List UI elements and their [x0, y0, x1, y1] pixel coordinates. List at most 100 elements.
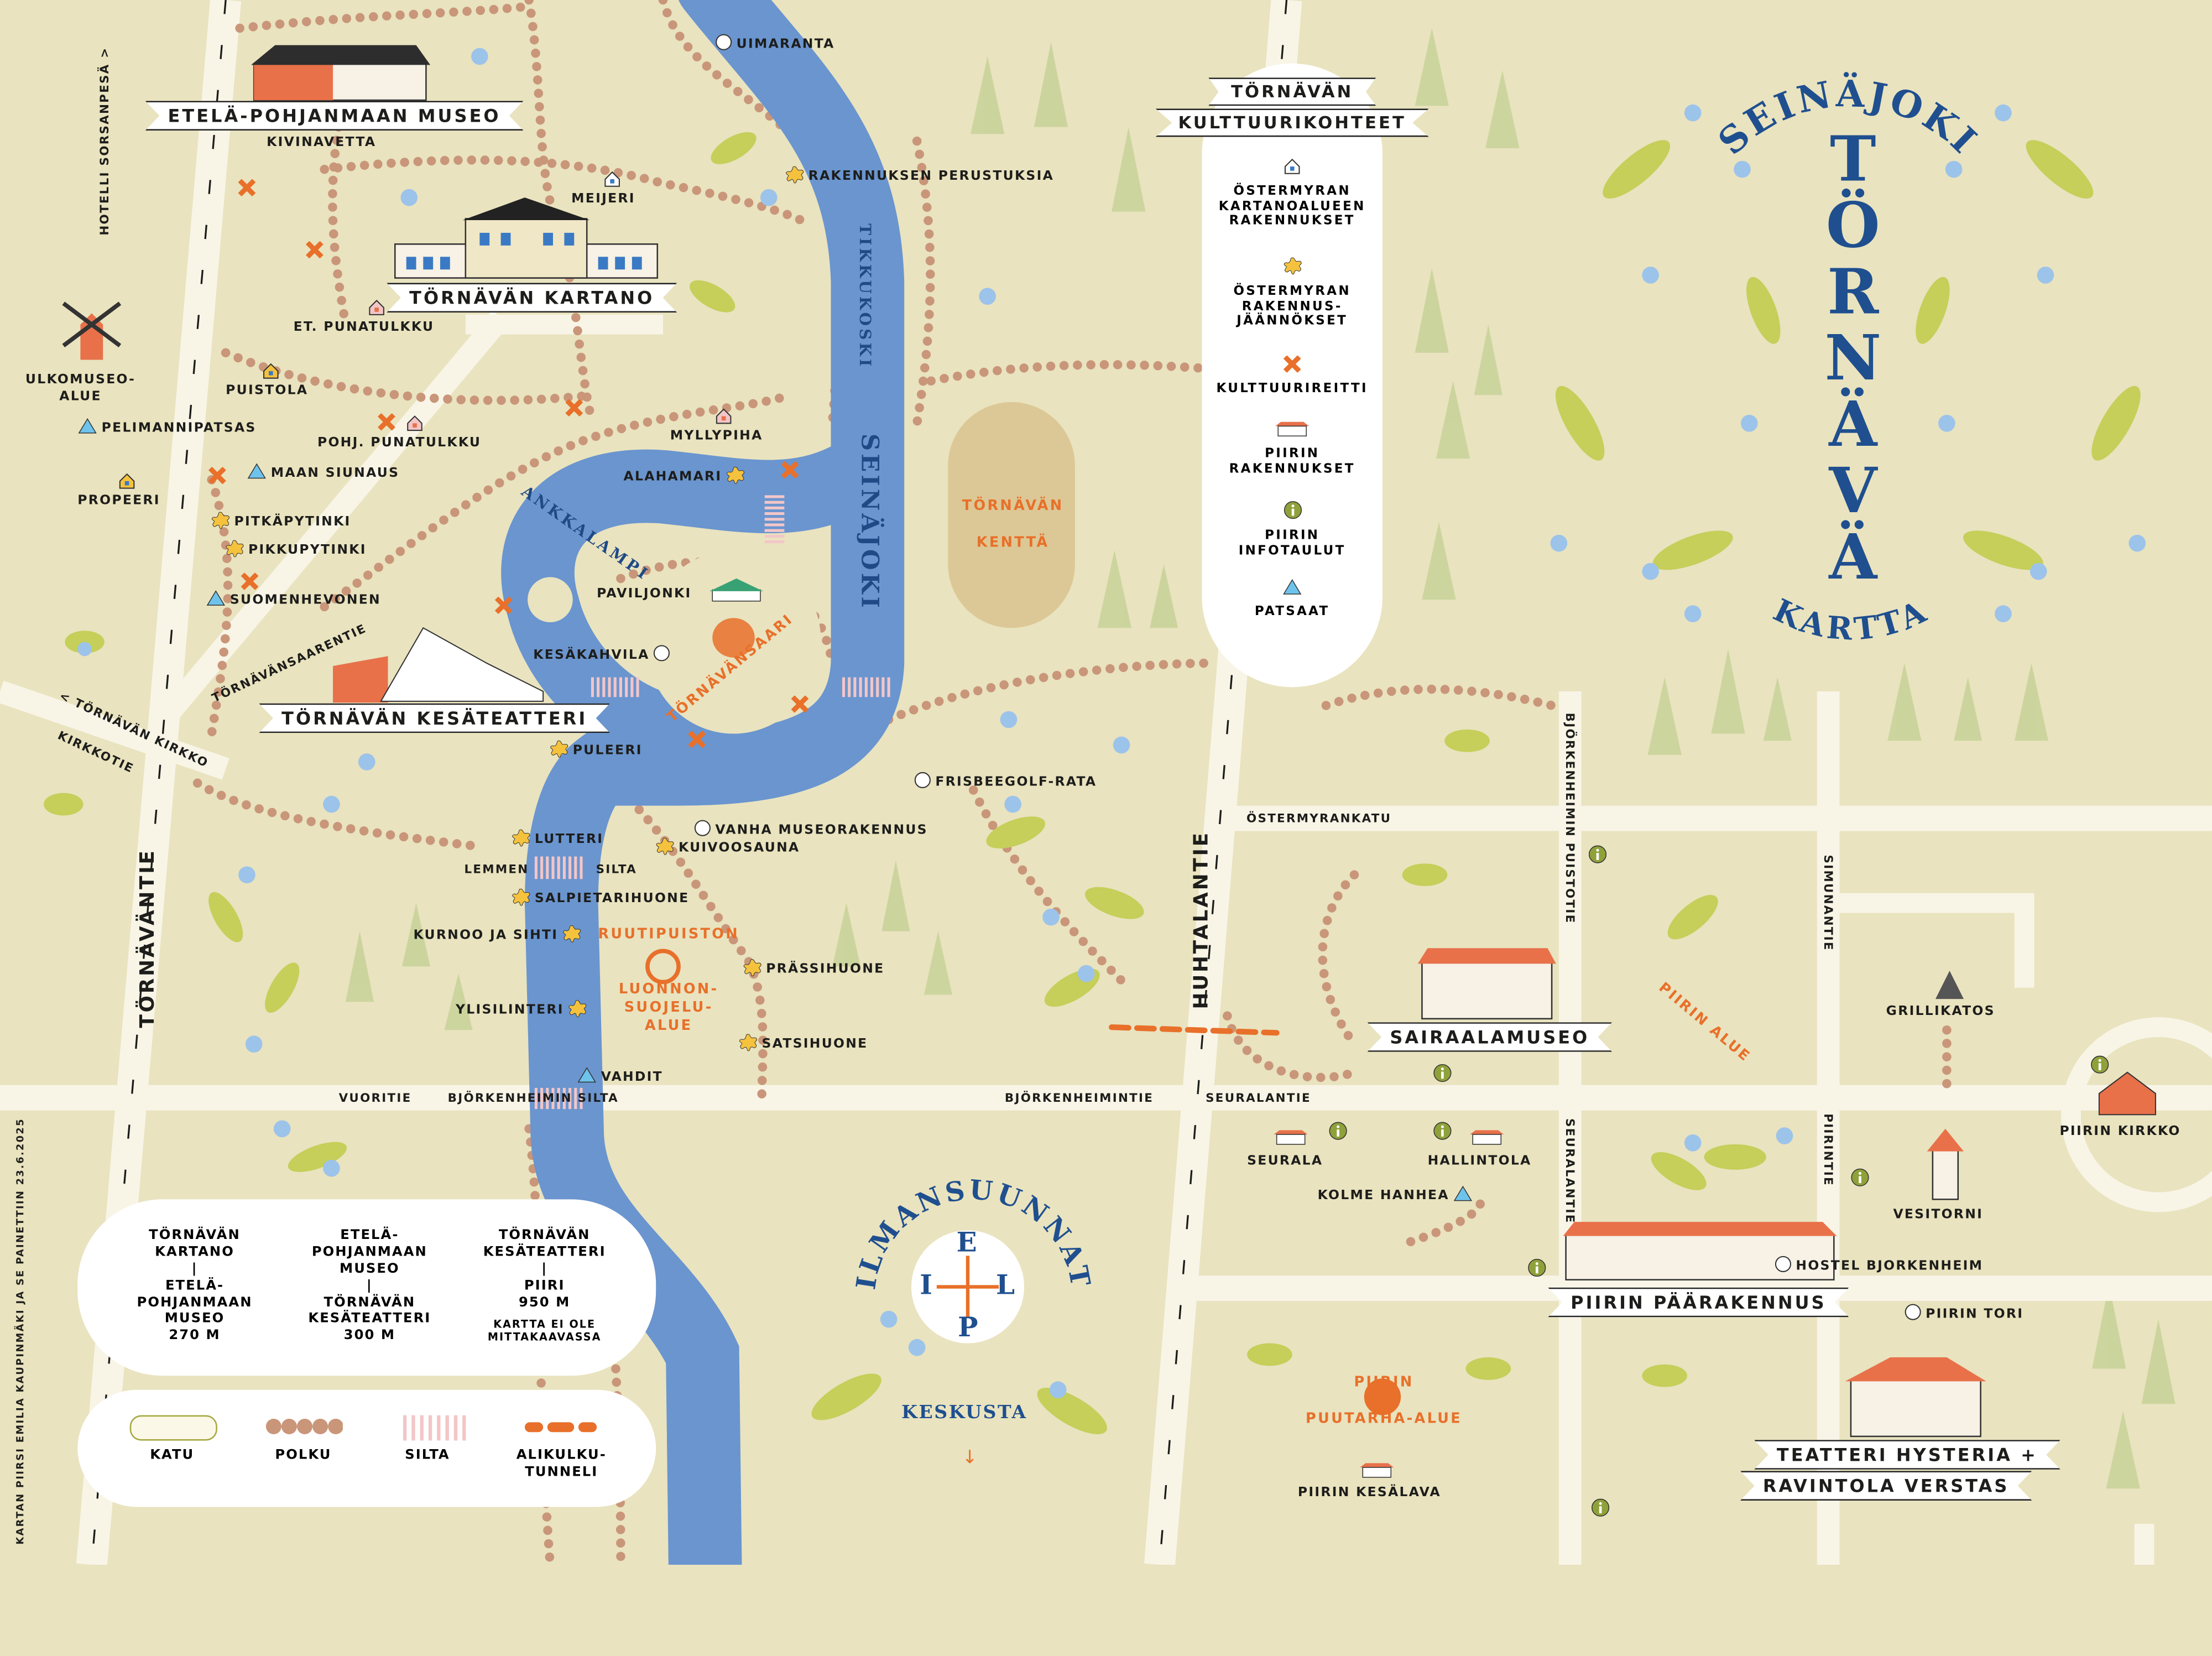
- triangle-icon: [1453, 1185, 1473, 1205]
- info-icon[interactable]: [1528, 1256, 1546, 1282]
- place-pelimannipatsas[interactable]: PELIMANNIPATSAS: [77, 418, 256, 438]
- place-alahamari[interactable]: ALAHAMARI: [624, 466, 745, 488]
- legend-polku: POLKU: [275, 1447, 332, 1464]
- cross-icon[interactable]: [687, 727, 707, 753]
- building-icon[interactable]: [1470, 1124, 1504, 1151]
- place-meijeri[interactable]: MEIJERI: [571, 192, 635, 205]
- kulttuurikohteet-title-2: KULTTUURIKOHTEET: [1155, 108, 1429, 137]
- banner-ravintola-verstas[interactable]: RAVINTOLA VERSTAS: [1740, 1471, 2032, 1501]
- area-ruutipuisto: RUUTIPUISTON LUONNON- SUOJELU- ALUE: [598, 927, 739, 1034]
- place-kivinavetta[interactable]: KIVINAVETTA: [267, 136, 376, 149]
- info-icon[interactable]: [1588, 842, 1607, 869]
- place-satsihuone[interactable]: SATSIHUONE: [739, 1033, 868, 1055]
- banner-sairaalamuseo[interactable]: SAIRAALAMUSEO: [1368, 1022, 1613, 1052]
- place-label: VESITORNI: [1893, 1207, 1984, 1223]
- triangle-icon: [77, 418, 97, 438]
- info-icon[interactable]: [1433, 1061, 1452, 1087]
- cross-icon[interactable]: [305, 237, 325, 264]
- compass-north: E: [956, 1227, 977, 1259]
- place-myllypiha[interactable]: MYLLYPIHA: [670, 429, 763, 442]
- house-icon[interactable]: [604, 166, 621, 193]
- place-lutteri[interactable]: LUTTERI: [512, 829, 603, 850]
- cross-icon[interactable]: [494, 592, 514, 619]
- place-prassihuone[interactable]: PRÄSSIHUONE: [743, 959, 884, 980]
- star-icon: [211, 511, 230, 533]
- place-label: PIKKUPYTINKI: [248, 542, 367, 558]
- cross-icon[interactable]: [564, 395, 584, 421]
- street-bjorkenheimin-silta: BJÖRKENHEIMIN SILTA: [447, 1090, 619, 1105]
- place-puistola[interactable]: PUISTOLA: [226, 384, 308, 397]
- kulttuurikohde-label: ÖSTERMYRAN KARTANOALUEEN RAKENNUKSET: [1218, 184, 1366, 230]
- place-label: KUIVOOSAUNA: [679, 840, 800, 856]
- place-piirin-kirkko[interactable]: PIIRIN KIRKKO: [2059, 1125, 2180, 1138]
- place-paviljonki[interactable]: PAVILJONKI: [597, 587, 691, 601]
- compass-east: L: [996, 1269, 1015, 1301]
- house-icon[interactable]: [118, 468, 135, 495]
- place-pitkapytinki[interactable]: PITKÄPYTINKI: [211, 511, 351, 533]
- place-et-punatulkku[interactable]: ET. PUNATULKKU: [294, 321, 435, 334]
- street-bjorkenheimin-puistotie: BJÖRKENHEIMIN PUISTOTIE: [1563, 712, 1578, 924]
- cross-icon[interactable]: [240, 569, 260, 595]
- house-icon[interactable]: [406, 410, 424, 437]
- place-propeeri[interactable]: PROPEERI: [77, 494, 160, 507]
- place-ylisilinteri[interactable]: YLISILINTERI: [456, 999, 587, 1021]
- place-seurala[interactable]: SEURALA: [1247, 1154, 1323, 1168]
- banner-piirin-paarakennus[interactable]: PIIRIN PÄÄRAKENNUS: [1548, 1288, 1849, 1317]
- place-pikkupytinki[interactable]: PIKKUPYTINKI: [226, 539, 367, 561]
- cross-icon[interactable]: [790, 691, 810, 718]
- cross-icon[interactable]: [377, 409, 397, 436]
- water-tikkukoski: TIKKUKOSKI: [855, 223, 874, 369]
- place-hallintola[interactable]: HALLINTOLA: [1428, 1154, 1532, 1168]
- place-puleeri[interactable]: PULEERI: [550, 740, 643, 762]
- kulttuurikohde-item: PIIRIN RAKENNUKSET: [1202, 420, 1383, 477]
- place-rakennuksen-perustuksia[interactable]: RAKENNUKSEN PERUSTUKSIA: [786, 165, 1054, 187]
- place-kesakahvila[interactable]: KESÄKAHVILA: [533, 645, 671, 665]
- info-icon[interactable]: [2091, 1053, 2109, 1079]
- place-label: PUISTOLA: [226, 383, 309, 399]
- bridge-swatch: [403, 1415, 466, 1441]
- place-frisbeegolf[interactable]: FRISBEEGOLF-RATA: [914, 772, 1097, 791]
- place-hostel-bjorkenheim[interactable]: HOSTEL BJORKENHEIM: [1775, 1256, 1983, 1275]
- banner-tornavan-kesateatteri[interactable]: TÖRNÄVÄN KESÄTEATTERI: [259, 704, 610, 733]
- info-icon[interactable]: [1592, 1496, 1610, 1522]
- kulttuurikohde-label: PIIRIN RAKENNUKSET: [1229, 447, 1355, 477]
- place-vahdit[interactable]: VAHDIT: [577, 1066, 663, 1086]
- place-ulkomuseoalue[interactable]: ULKOMUSEO- ALUE: [25, 372, 135, 407]
- house-icon[interactable]: [715, 404, 732, 430]
- place-label: PELIMANNIPATSAS: [101, 419, 257, 435]
- map: SEINÄJOKI KARTTA ILMANSUUNNAT TÖRNÄVÄ E …: [0, 0, 2212, 1565]
- banner-etela-pohjanmaan-museo[interactable]: ETELÄ-POHJANMAAN MUSEO: [145, 101, 524, 131]
- house-icon[interactable]: [262, 358, 279, 385]
- place-label: KOLME HANHEA: [1317, 1187, 1449, 1203]
- star-icon: [512, 829, 530, 850]
- place-kuivoosauna[interactable]: KUIVOOSAUNA: [656, 837, 800, 859]
- place-grillikatos[interactable]: GRILLIKATOS: [1886, 1005, 1995, 1018]
- street-tornavantie: TÖRNÄVÄNTIE: [137, 848, 160, 1028]
- info-icon[interactable]: [1433, 1119, 1452, 1145]
- cross-icon[interactable]: [780, 457, 800, 484]
- place-vesitorni[interactable]: VESITORNI: [1893, 1207, 1984, 1223]
- cross-icon[interactable]: [207, 463, 227, 489]
- place-piirin-kesalava[interactable]: PIIRIN KESÄLAVA: [1298, 1486, 1441, 1499]
- house-icon[interactable]: [368, 295, 385, 321]
- place-kolme-hanhea[interactable]: KOLME HANHEA: [1318, 1185, 1474, 1205]
- kulttuurikohde-label: PATSAAT: [1254, 605, 1330, 619]
- info-icon[interactable]: [1329, 1119, 1347, 1145]
- star-icon: [568, 999, 586, 1021]
- banner-teatteri-hysteria[interactable]: TEATTERI HYSTERIA +: [1754, 1440, 2060, 1470]
- place-piirin-tori[interactable]: PIIRIN TORI: [1905, 1304, 2023, 1324]
- banner-tornavan-kartano[interactable]: TÖRNÄVÄN KARTANO: [387, 283, 677, 313]
- cross-icon[interactable]: [237, 175, 257, 201]
- place-kurnoo-ja-sihti[interactable]: KURNOO JA SIHTI: [413, 925, 581, 946]
- info-icon[interactable]: [1851, 1165, 1869, 1192]
- place-maan-siunaus[interactable]: MAAN SIUNAUS: [247, 462, 399, 482]
- place-uimaranta[interactable]: UIMARANTA: [715, 34, 834, 54]
- place-pohj-punatulkku[interactable]: POHJ. PUNATULKKU: [317, 436, 481, 450]
- building-icon[interactable]: [1274, 1124, 1308, 1151]
- star-icon: [562, 925, 581, 946]
- place-label: FRISBEEGOLF-RATA: [935, 773, 1097, 790]
- place-suomenhevonen[interactable]: SUOMENHEVONEN: [206, 590, 381, 610]
- place-vanha-museorakennus[interactable]: VANHA MUSEORAKENNUS: [694, 820, 928, 840]
- place-salpietarihuone[interactable]: SALPIETARIHUONE: [512, 888, 689, 910]
- building-icon[interactable]: [1360, 1457, 1394, 1484]
